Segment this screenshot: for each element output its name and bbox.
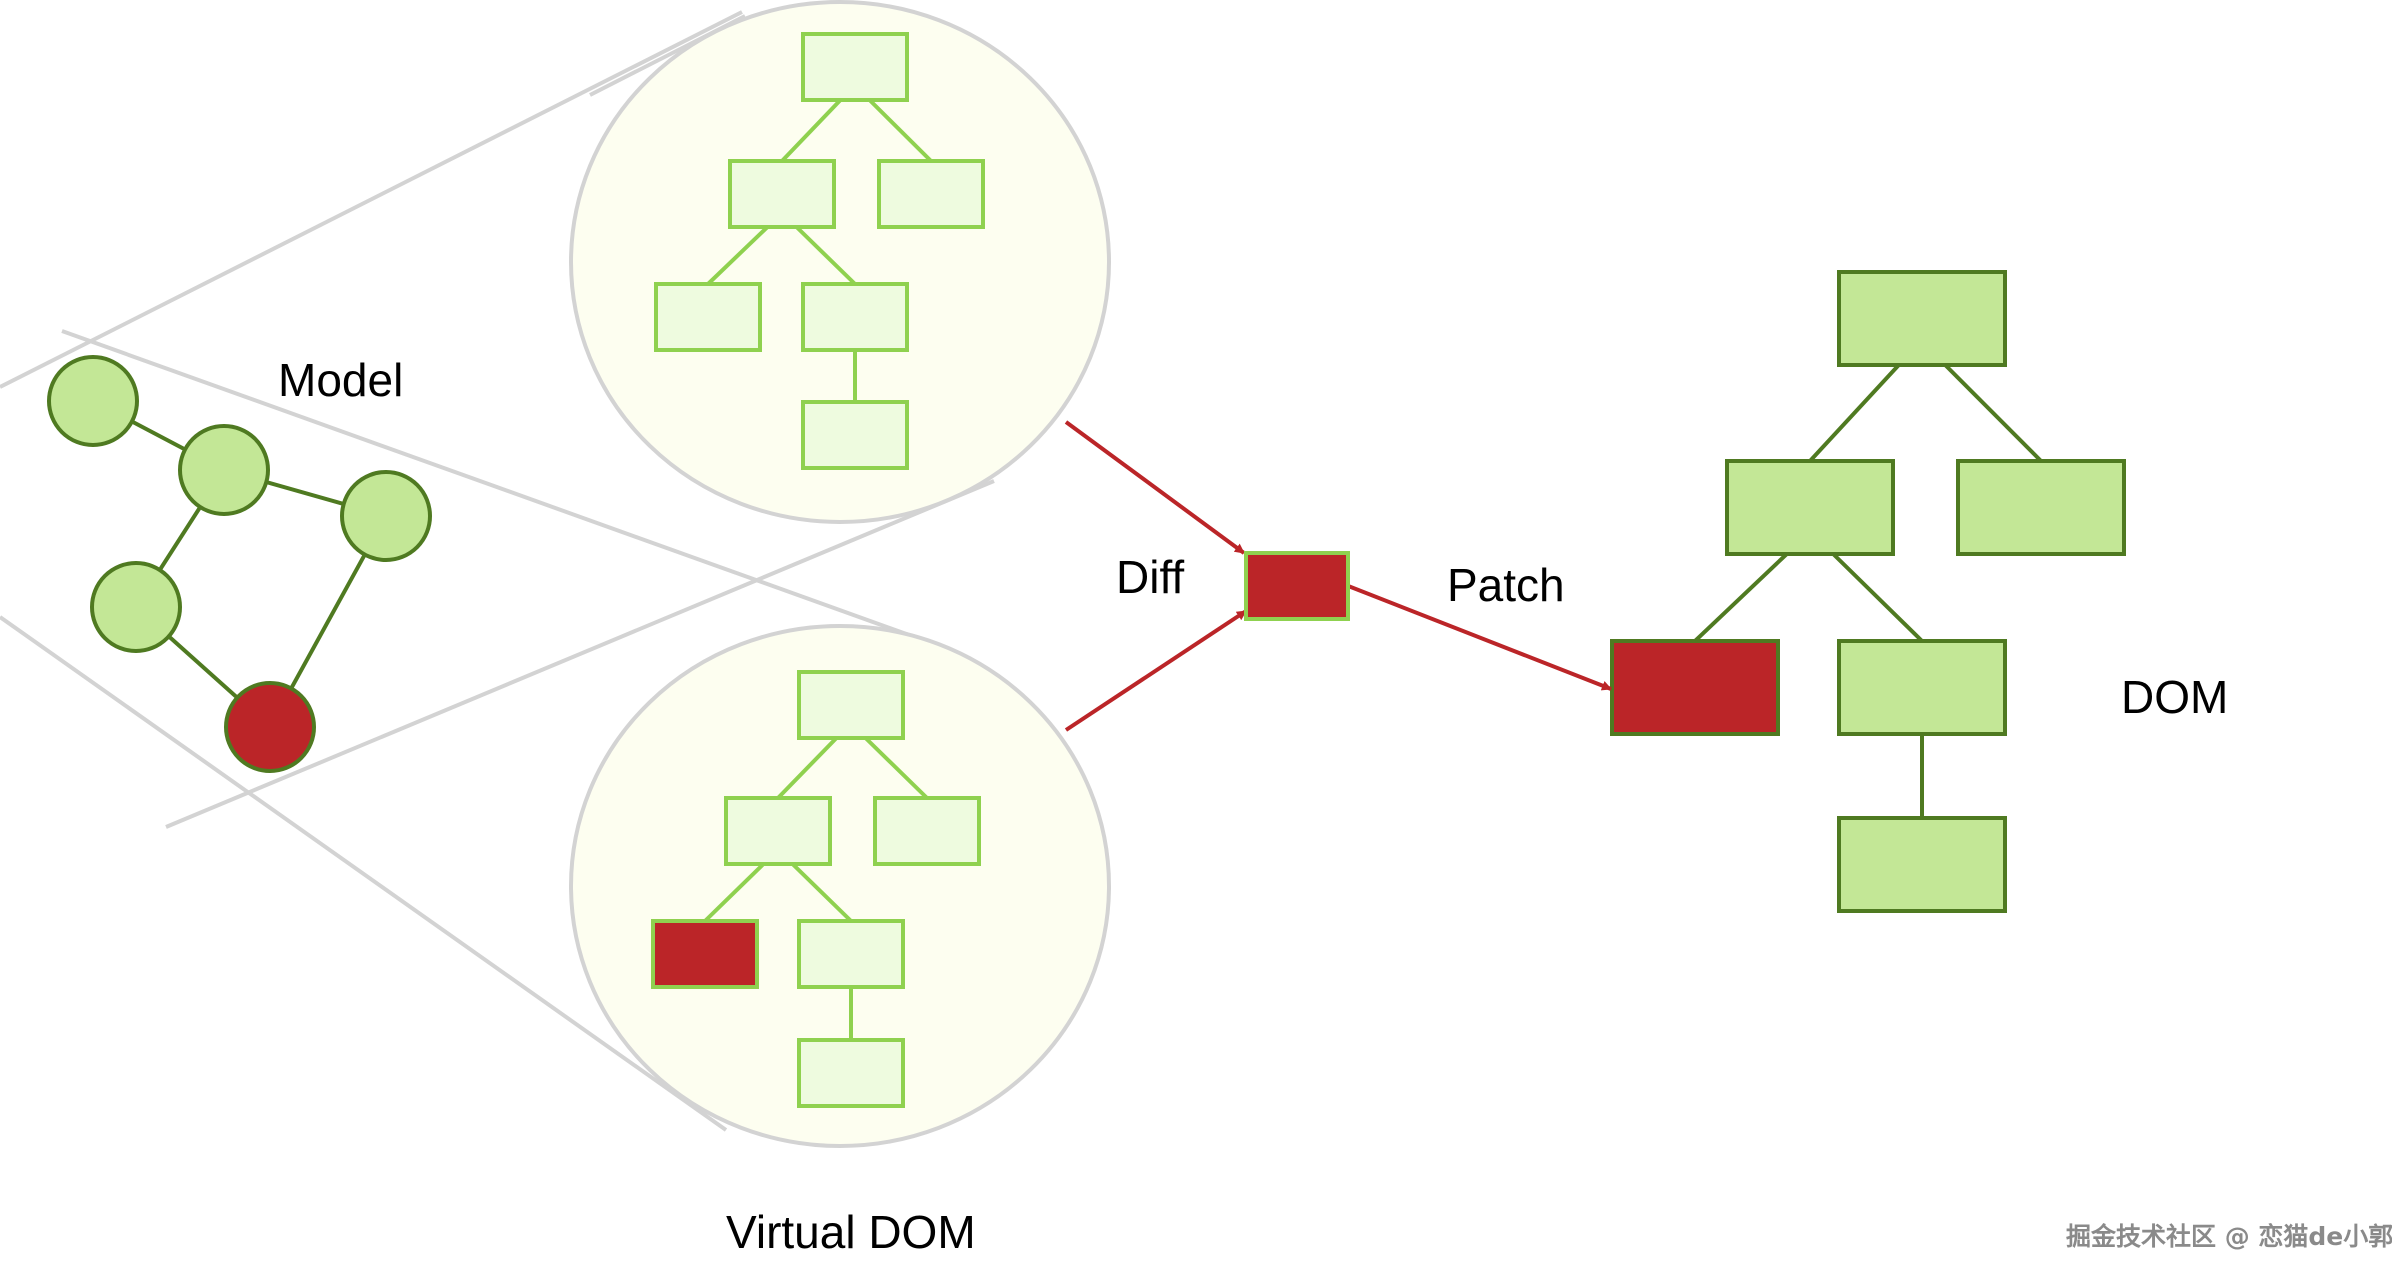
new-vdom-edge bbox=[776, 736, 838, 800]
perspective-guide-lines bbox=[0, 10, 995, 1132]
dom-edge bbox=[1808, 363, 1901, 463]
new-vdom-node bbox=[797, 1038, 905, 1108]
model-graph bbox=[47, 355, 432, 773]
new-vdom-edge bbox=[864, 736, 929, 800]
guide-line-bottom-lower bbox=[0, 615, 728, 1132]
new-vdom-node bbox=[873, 796, 981, 866]
dom-node bbox=[1956, 459, 2126, 556]
new-vdom-node bbox=[724, 796, 832, 866]
dom-node bbox=[1837, 639, 2007, 736]
old-vdom-bubble bbox=[569, 0, 1111, 524]
dom-edge bbox=[1693, 552, 1789, 643]
old-vdom-edge bbox=[706, 225, 769, 286]
diff-label: Diff bbox=[1116, 551, 1184, 603]
old-vdom-node bbox=[801, 282, 909, 352]
dom-node-changed bbox=[1610, 639, 1780, 736]
model-label: Model bbox=[278, 354, 403, 406]
new-virtual-dom-tree bbox=[651, 670, 981, 1108]
old-vdom-node bbox=[728, 159, 836, 229]
model-node-changed bbox=[224, 681, 316, 773]
new-vdom-edge bbox=[791, 862, 853, 923]
old-vdom-edge bbox=[795, 225, 857, 286]
guide-line-top-lower bbox=[61, 329, 913, 638]
old-vdom-node bbox=[801, 32, 909, 102]
new-vdom-edge bbox=[703, 862, 765, 923]
watermark-shadow: 掘金技术社区 @ 恋猫de小郭 bbox=[2068, 1224, 2392, 1253]
dom-edge bbox=[1943, 363, 2043, 463]
dom-edge bbox=[1831, 552, 1924, 643]
old-vdom-edge bbox=[868, 98, 933, 163]
old-vdom-node bbox=[877, 159, 985, 229]
old-virtual-dom-tree bbox=[654, 32, 985, 470]
old-vdom-node bbox=[654, 282, 762, 352]
model-node bbox=[178, 424, 270, 516]
old-vdom-edge bbox=[780, 98, 842, 163]
virtual-dom-label: Virtual DOM bbox=[726, 1206, 976, 1258]
old-vdom-node bbox=[801, 400, 909, 470]
dom-label: DOM bbox=[2121, 671, 2228, 723]
guide-line-top-upper bbox=[0, 10, 743, 389]
dom-node bbox=[1725, 459, 1895, 556]
diff-arrow-from-new-vdom bbox=[1064, 609, 1248, 732]
dom-node bbox=[1837, 816, 2007, 913]
new-vdom-bubble bbox=[569, 624, 1111, 1148]
new-vdom-node-changed bbox=[651, 919, 759, 989]
patch-label: Patch bbox=[1447, 559, 1565, 611]
new-vdom-node bbox=[797, 919, 905, 989]
watermark-text: 掘金技术社区 @ 恋猫de小郭 bbox=[2066, 1222, 2392, 1251]
new-vdom-node bbox=[797, 670, 905, 740]
diff-patch-flow bbox=[1064, 420, 1612, 732]
model-node bbox=[47, 355, 139, 447]
dom-node bbox=[1837, 270, 2007, 367]
guide-line-bottom-upper bbox=[165, 479, 995, 829]
real-dom-tree bbox=[1610, 270, 2126, 913]
model-node bbox=[90, 561, 182, 653]
diff-result-patch-box bbox=[1244, 551, 1350, 621]
diff-arrow-from-old-vdom bbox=[1064, 420, 1246, 555]
model-node bbox=[340, 470, 432, 562]
patch-arrow-to-dom bbox=[1337, 580, 1612, 691]
